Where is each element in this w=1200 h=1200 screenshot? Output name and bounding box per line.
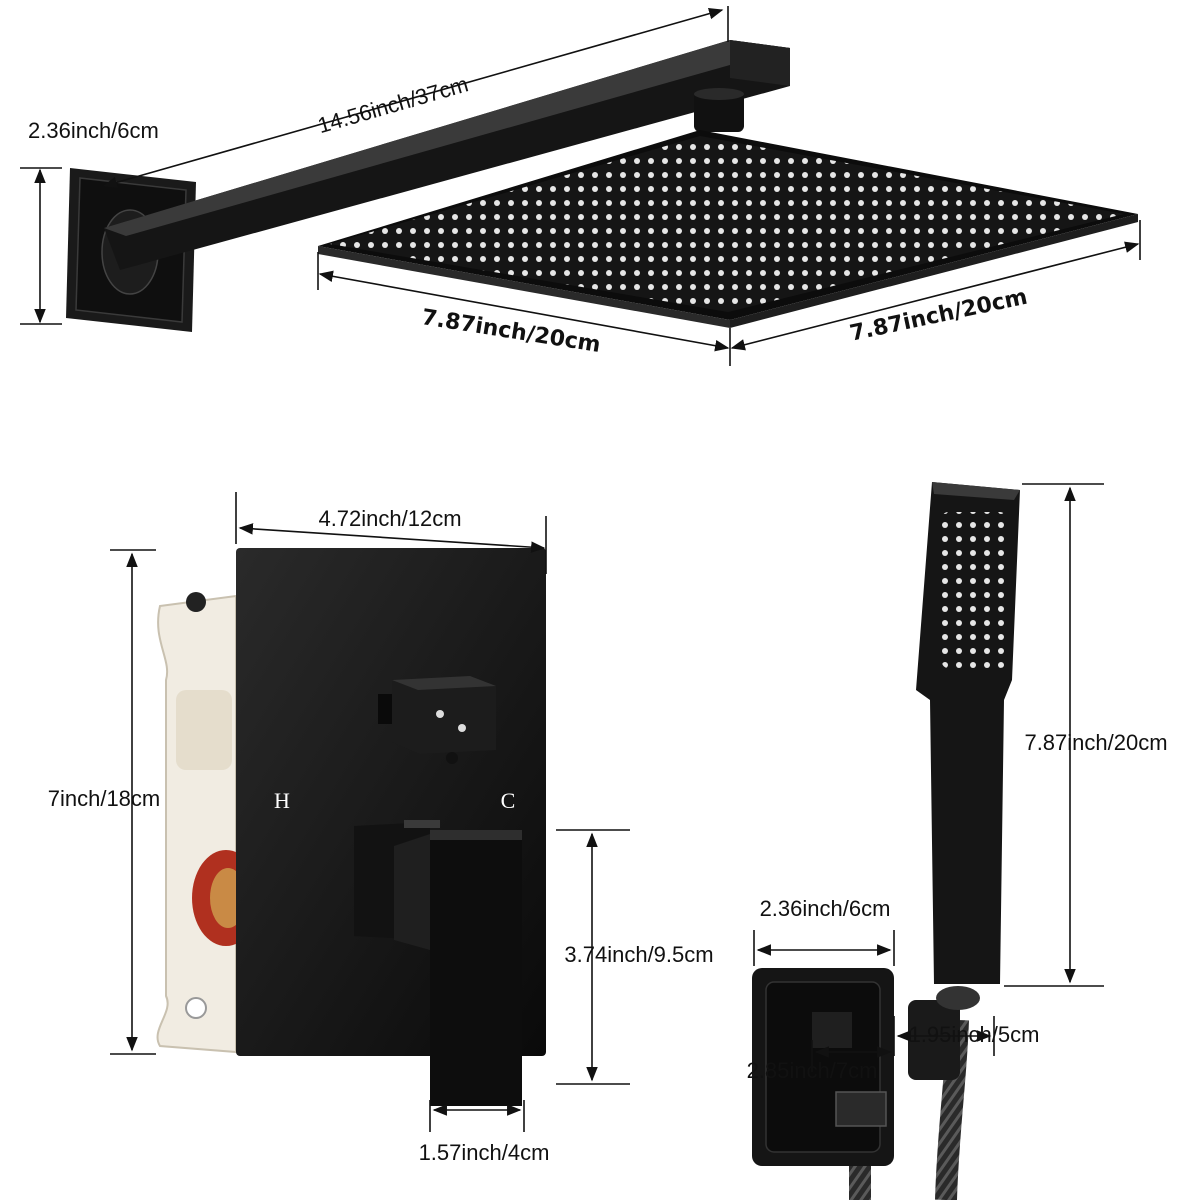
plate-width-label: 4.72inch/12cm bbox=[318, 506, 461, 531]
plate-width-dimension-line bbox=[238, 523, 546, 553]
hand-shower-group: 7.87inch/20cm 2.36inch/6cm 1.95inch/5cm … bbox=[747, 482, 1168, 1200]
flange-size-label: 2.36inch/6cm bbox=[28, 118, 159, 143]
holder-arm-label: 1.95inch/5cm bbox=[909, 1022, 1040, 1047]
handle-width-label: 1.57inch/4cm bbox=[419, 1140, 550, 1165]
hot-label: H bbox=[274, 788, 290, 813]
hand-shower-head[interactable] bbox=[916, 482, 1020, 984]
plate-height-label: 7inch/18cm bbox=[48, 786, 161, 811]
rain-shower-group: 14.56inch/37cm 2.36inch/6cm 7.87inch/20c… bbox=[20, 6, 1141, 366]
diverter-knob[interactable] bbox=[378, 676, 496, 764]
head-width-label: 7.87inch/20cm bbox=[848, 285, 1030, 347]
head-width-dimension-line bbox=[730, 241, 1140, 351]
holder-width-label: 2.36inch/6cm bbox=[760, 896, 891, 921]
head-depth-label: 7.87inch/20cm bbox=[420, 305, 602, 358]
mixer-lever-handle[interactable] bbox=[354, 820, 522, 1106]
cold-label: C bbox=[501, 788, 516, 813]
mixer-valve-group: H C 4.72inch/12cm 7inch/18cm 3.74inch/9.… bbox=[48, 492, 714, 1165]
arm-length-dimension-line bbox=[102, 8, 724, 188]
head-depth-dimension-line bbox=[318, 270, 730, 352]
hand-shower-length-label: 7.87inch/20cm bbox=[1024, 730, 1167, 755]
holder-depth-label: 2.85inch/7cm bbox=[747, 1058, 878, 1083]
handle-length-label: 3.74inch/9.5cm bbox=[564, 942, 713, 967]
